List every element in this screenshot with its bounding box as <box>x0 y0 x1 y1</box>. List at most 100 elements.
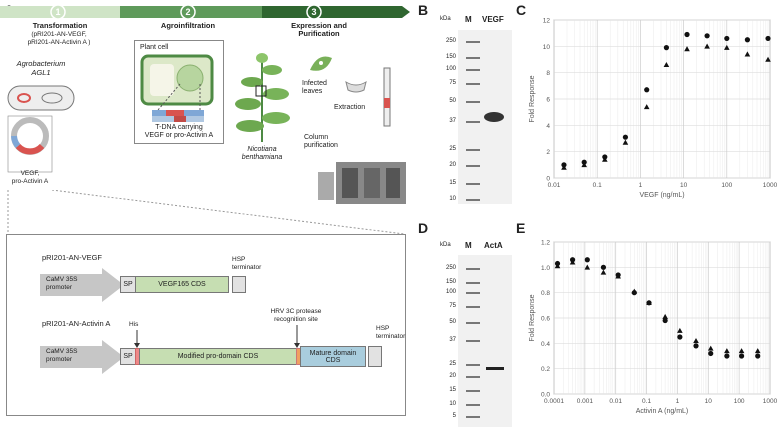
gel-d-marker-ladder <box>466 268 480 418</box>
plasmid-border <box>14 136 18 146</box>
leaf-6 <box>262 65 282 75</box>
marker-band-50 <box>466 101 480 103</box>
marker-band-10 <box>466 199 480 201</box>
activin-promoter-label: CaMV 35S promoter <box>46 348 96 364</box>
x-tick-label: 0.01 <box>548 182 561 189</box>
marker-band-250 <box>466 41 480 43</box>
extraction-label: Extraction <box>334 104 365 112</box>
plant-cell-label: Plant cell <box>140 44 168 52</box>
plasmid-label: VEGF, pro-Activin A <box>8 170 52 186</box>
vegf-terminator-box <box>232 276 246 293</box>
marker-band-100 <box>466 69 480 71</box>
marker-band-25 <box>466 364 480 366</box>
his-arrow-icon <box>134 330 140 348</box>
mature-domain-label: Mature domain CDS <box>310 350 357 364</box>
marker-label-15: 15 <box>436 180 456 186</box>
y-tick-label: 0.6 <box>541 316 550 323</box>
gel-b-kda-label: kDa <box>440 16 451 22</box>
marker-band-75 <box>466 306 480 308</box>
step1-num: 1 <box>55 7 60 17</box>
point-circle <box>644 87 649 92</box>
marker-label-150: 150 <box>436 279 456 285</box>
x-tick-label: 1000 <box>763 398 778 405</box>
x-tick-label: 0.1 <box>642 398 651 405</box>
marker-label-75: 75 <box>436 80 456 86</box>
gel-d-m-label: M <box>465 242 472 250</box>
point-circle <box>601 265 606 270</box>
y-tick-label: 0.4 <box>541 341 550 348</box>
gel-d-lane-label: ActA <box>484 242 503 250</box>
leaf-4 <box>263 88 289 100</box>
y-tick-label: 1.2 <box>541 240 550 247</box>
vegf-terminator-label: HSP terminator <box>232 256 261 272</box>
vacuole <box>150 64 174 96</box>
gel-b-lane-label: VEGF <box>482 16 504 24</box>
point-circle <box>705 33 710 38</box>
activin-terminator-box <box>368 346 382 367</box>
activin-band <box>486 367 504 370</box>
zoom-lines <box>0 190 412 240</box>
point-circle <box>708 351 713 356</box>
point-circle <box>724 353 729 358</box>
point-circle <box>684 32 689 37</box>
nucleus-icon <box>177 65 203 91</box>
gel-b-marker-ladder <box>466 41 480 201</box>
marker-band-37 <box>466 121 480 123</box>
mature-domain-box: Mature domain CDS <box>300 346 366 367</box>
marker-band-5 <box>466 416 480 418</box>
point-circle <box>755 353 760 358</box>
prodomain-cds-label: Modified pro-domain CDS <box>178 353 259 360</box>
leaf-spot <box>319 61 323 65</box>
y-axis-label: Fold Response <box>529 75 536 122</box>
y-tick-label: 1.0 <box>541 265 550 272</box>
marker-band-100 <box>466 292 480 294</box>
marker-label-100: 100 <box>436 289 456 295</box>
point-circle <box>765 36 770 41</box>
marker-label-10: 10 <box>436 401 456 407</box>
marker-band-15 <box>466 390 480 392</box>
point-circle <box>724 36 729 41</box>
point-circle <box>623 135 628 140</box>
marker-label-25: 25 <box>436 361 456 367</box>
column-tube-icon <box>384 68 390 126</box>
gel-b-m-label: M <box>465 16 472 24</box>
panel-label-e: E <box>516 220 525 236</box>
marker-band-75 <box>466 83 480 85</box>
marker-label-250: 250 <box>436 265 456 271</box>
marker-label-150: 150 <box>436 54 456 60</box>
marker-band-15 <box>466 183 480 185</box>
panel-label-b: B <box>418 2 428 18</box>
step3-arrow <box>262 6 410 18</box>
activin-terminator-label: HSP terminator <box>376 325 405 341</box>
tdna-insert-top <box>166 110 184 116</box>
marker-label-5: 5 <box>436 413 456 419</box>
marker-band-20 <box>466 376 480 378</box>
construct-activin-name: pRI201-AN-Activin A <box>42 320 110 328</box>
vegf-sp-box: SP <box>120 276 136 293</box>
column-purification-label: Column purification <box>304 134 338 150</box>
vegf-band <box>484 112 504 122</box>
vegf-cds-box: VEGF165 CDS <box>135 276 229 293</box>
prodomain-cds-box: Modified pro-domain CDS <box>139 348 297 365</box>
marker-band-150 <box>466 57 480 59</box>
tdna-label: T-DNA carrying VEGF or pro-Activin A <box>136 124 222 140</box>
x-tick-label: 0.001 <box>577 398 594 405</box>
y-tick-label: 12 <box>543 18 551 25</box>
y-tick-label: 6 <box>546 97 550 104</box>
marker-band-20 <box>466 165 480 167</box>
step1-title: Transformation <box>20 22 100 30</box>
vegf-cds-label: VEGF165 CDS <box>158 281 205 288</box>
marker-band-37 <box>466 340 480 342</box>
tdna-insert-bottom <box>174 116 186 122</box>
step3-title: Expression and Purification <box>284 22 354 38</box>
activin-sp-label: SP <box>123 353 132 360</box>
panel-label-d: D <box>418 220 428 236</box>
marker-band-10 <box>466 404 480 406</box>
y-tick-label: 0.8 <box>541 290 550 297</box>
point-circle <box>693 343 698 348</box>
marker-label-37: 37 <box>436 337 456 343</box>
zoom-line-b <box>52 190 404 234</box>
y-axis-label: Fold Response <box>529 294 536 341</box>
y-tick-label: 10 <box>543 44 551 51</box>
